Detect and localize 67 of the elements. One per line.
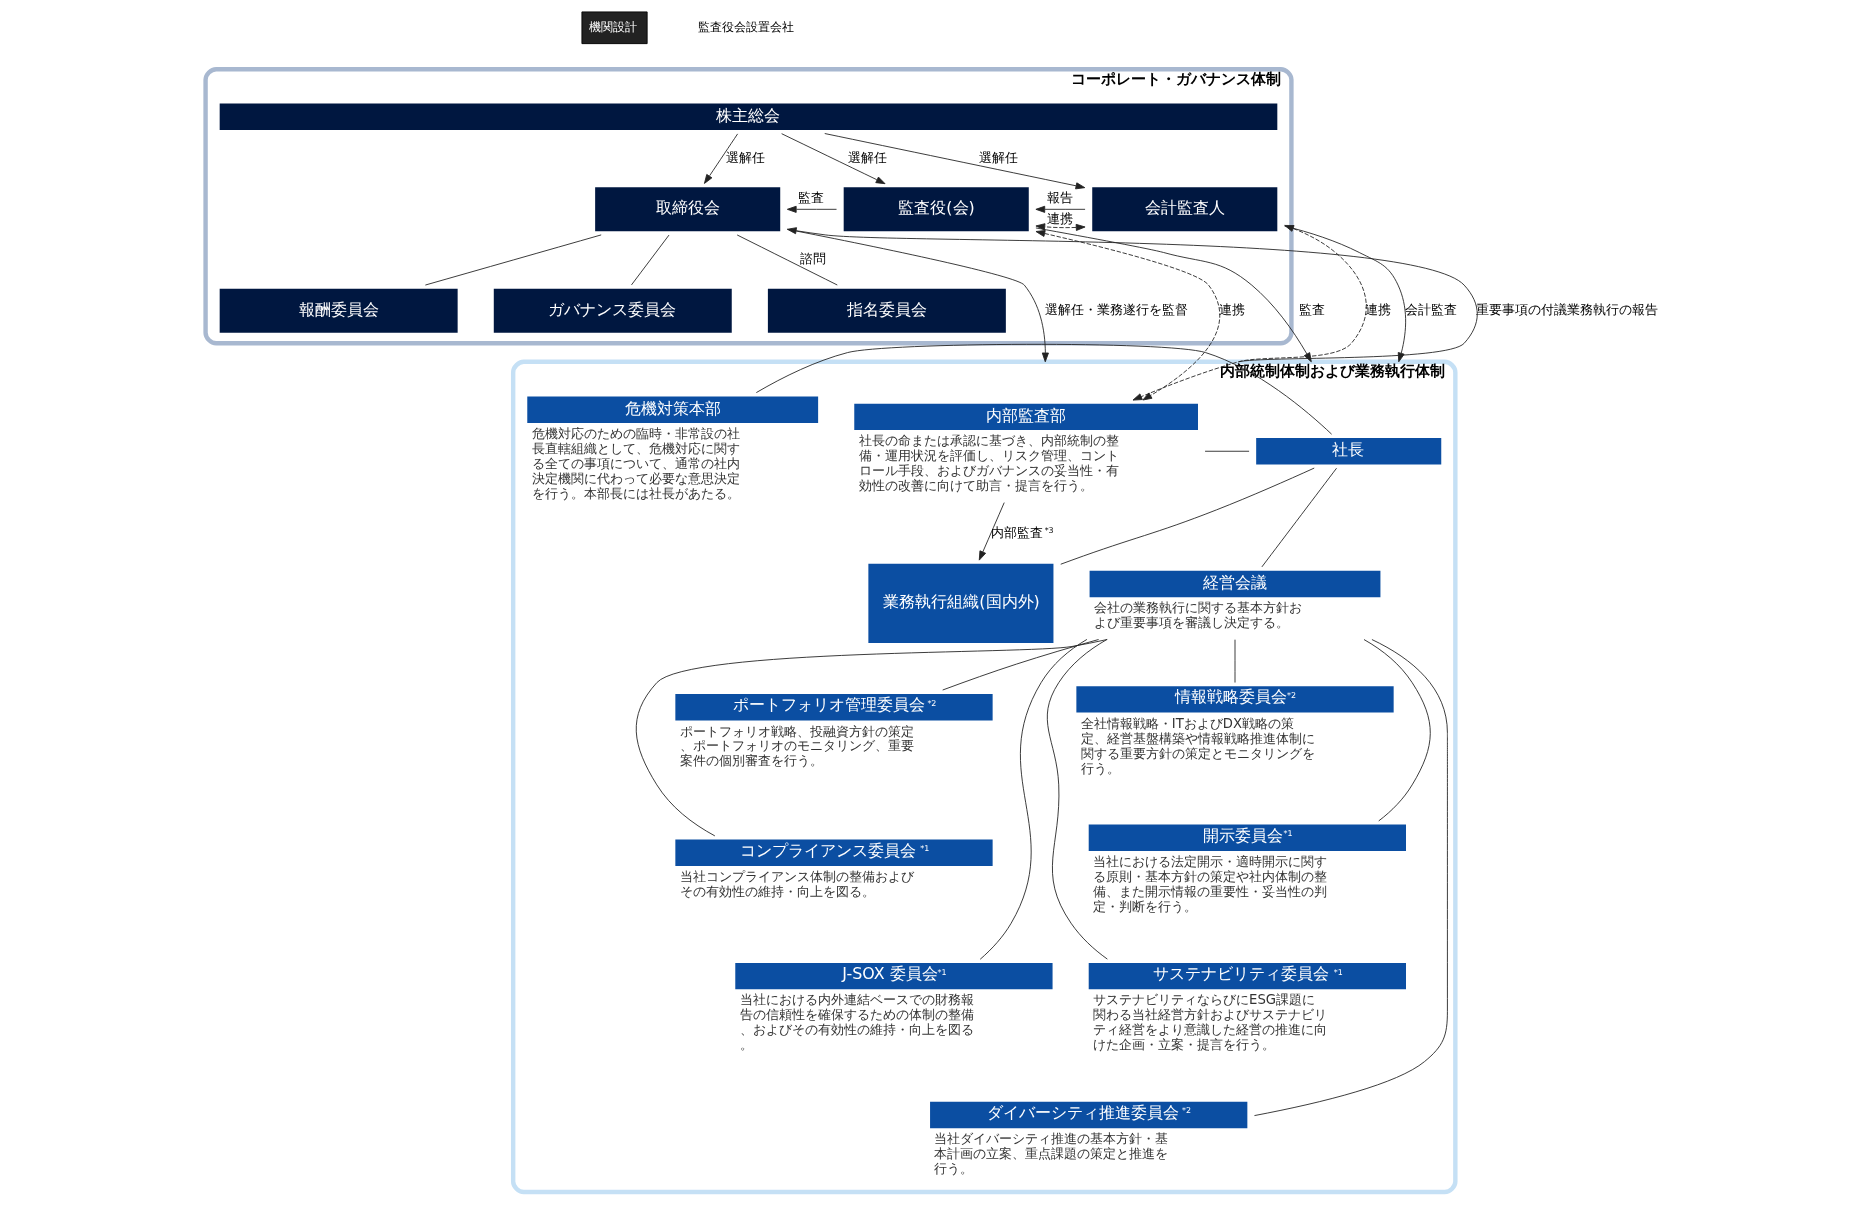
node-label: 社長の命または承認に基づき、内部統制の整備・運用状況を評価し、リスク管理、コントロール手段、およびガバナンスの妥当性・有効性の改善に向けて助言・提言を行う。 bbox=[858, 433, 1119, 494]
connector bbox=[1261, 467, 1337, 568]
arrow bbox=[1035, 223, 1086, 231]
edge-label: 報告 bbox=[1046, 190, 1073, 206]
edge-label: 監査 bbox=[798, 190, 825, 206]
connector bbox=[1204, 450, 1250, 452]
node-box: 監査役(会) bbox=[843, 187, 1029, 232]
node-label: 当社ダイバーシティ推進の基本方針・基本計画の立案、重点課題の策定と推進を行う。 bbox=[934, 1131, 1169, 1177]
node-box: 取締役会 bbox=[595, 187, 781, 232]
edge-label: 重要事項の付議業務執行の報告 bbox=[1476, 301, 1659, 317]
label: 機関設計 bbox=[588, 20, 637, 35]
connector bbox=[1060, 467, 1315, 565]
connector bbox=[1254, 639, 1448, 1116]
edge-label: 選解任 bbox=[848, 149, 888, 165]
edge-label: 選解任・業務遂行を監督 bbox=[1044, 301, 1188, 317]
connector bbox=[1046, 639, 1108, 960]
arrow bbox=[786, 205, 837, 213]
node-box: J-SOX 委員会$^{*1}$ bbox=[735, 962, 1053, 990]
arrow bbox=[824, 133, 1086, 190]
node-box: コンプライアンス委員会$^{*1}$ bbox=[675, 839, 993, 866]
node-box: 危機対策本部 bbox=[527, 396, 819, 424]
node-label: ポートフォリオ戦略、投融資方針の策定、ポートフォリオのモニタリング、重要案件の個別審査を行う。 bbox=[679, 723, 914, 769]
edge-label: 連携 bbox=[1219, 301, 1246, 317]
arrow bbox=[781, 133, 886, 185]
connector bbox=[424, 234, 602, 286]
label: 監査役会設置会社 bbox=[697, 20, 794, 35]
edge-label: 連携 bbox=[1046, 210, 1073, 226]
node-label: サステナビリティならびにESG課題に関わる当社経営方針およびサステナビリティ経営をより意識した経営の推進に向けた企画・立案・提言を行う。 bbox=[1093, 992, 1328, 1053]
node-label: 当社コンプライアンス体制の整備およびその有効性の維持・向上を図る。 bbox=[679, 868, 914, 899]
edge-label: 監査 bbox=[1299, 301, 1326, 317]
connector bbox=[631, 234, 670, 286]
node-box: サステナビリティ委員会$^{*1}$ bbox=[1088, 962, 1406, 990]
node-box: ガバナンス委員会 bbox=[493, 288, 732, 333]
node-box: 開示委員会$^{*1}$ bbox=[1088, 824, 1406, 851]
node-box: 会計監査人 bbox=[1092, 187, 1278, 232]
node-label: 当社における法定開示・適時開示に関する原則・基本方針の策定や社内体制の整備、また開示情報の重要性・妥当性の判定・判断を行う。 bbox=[1093, 853, 1328, 914]
arrow bbox=[1035, 205, 1086, 213]
connector bbox=[979, 639, 1088, 960]
node-box: 株主総会 bbox=[219, 103, 1278, 130]
node-box: 業務執行組織(国内外) bbox=[868, 563, 1054, 643]
connector bbox=[736, 234, 838, 286]
node-box: 指名委員会 bbox=[767, 288, 1006, 333]
node-box: 内部監査部 bbox=[854, 403, 1198, 431]
node-box: 報酬委員会 bbox=[219, 288, 458, 333]
edge-label: 内部監査$^{*3}$ bbox=[990, 525, 1054, 541]
node-label: 会社の業務執行に関する基本方針および重要事項を審議し決定する。 bbox=[1093, 600, 1302, 631]
connector bbox=[1363, 639, 1431, 822]
arrow bbox=[978, 502, 1005, 561]
node-box: 経営会議 bbox=[1089, 570, 1381, 598]
edge-label: 諮問 bbox=[799, 251, 826, 267]
edge-label: 連携 bbox=[1365, 301, 1392, 317]
arrow bbox=[787, 228, 1049, 363]
edge-label: 会計監査 bbox=[1405, 301, 1458, 317]
edge-label: 選解任 bbox=[725, 149, 765, 165]
arrow bbox=[704, 133, 739, 184]
node-box: ダイバーシティ推進委員会$^{*2}$ bbox=[930, 1101, 1248, 1129]
node-label: 全社情報戦略・ITおよびDX戦略の策定、経営基盤構築や情報戦略推進体制に関する重要方針の策定とモニタリングを行う。 bbox=[1080, 715, 1315, 776]
edge-label: 選解任 bbox=[979, 149, 1019, 165]
connector bbox=[635, 639, 1108, 837]
connector bbox=[942, 639, 1100, 691]
node-box: 情報戦略委員会$^{*2}$ bbox=[1076, 686, 1394, 713]
node-label: 当社における内外連結ベースでの財務報告の信頼性を確保するための体制の整備、およびその有効性の維持・向上を図る。 bbox=[739, 992, 974, 1053]
node-box: 社長 bbox=[1256, 438, 1442, 465]
node-label: 危機対応のための臨時・非常設の社長直轄組織として、危機対応に関する全ての事項について、通常の社内決定機関に代わって必要な意思決定を行う。本部長には社長があたる。 bbox=[531, 426, 740, 501]
node-box: ポートフォリオ管理委員会$^{*2}$ bbox=[675, 694, 993, 721]
connector bbox=[755, 343, 1333, 435]
arrow bbox=[1035, 230, 1221, 401]
